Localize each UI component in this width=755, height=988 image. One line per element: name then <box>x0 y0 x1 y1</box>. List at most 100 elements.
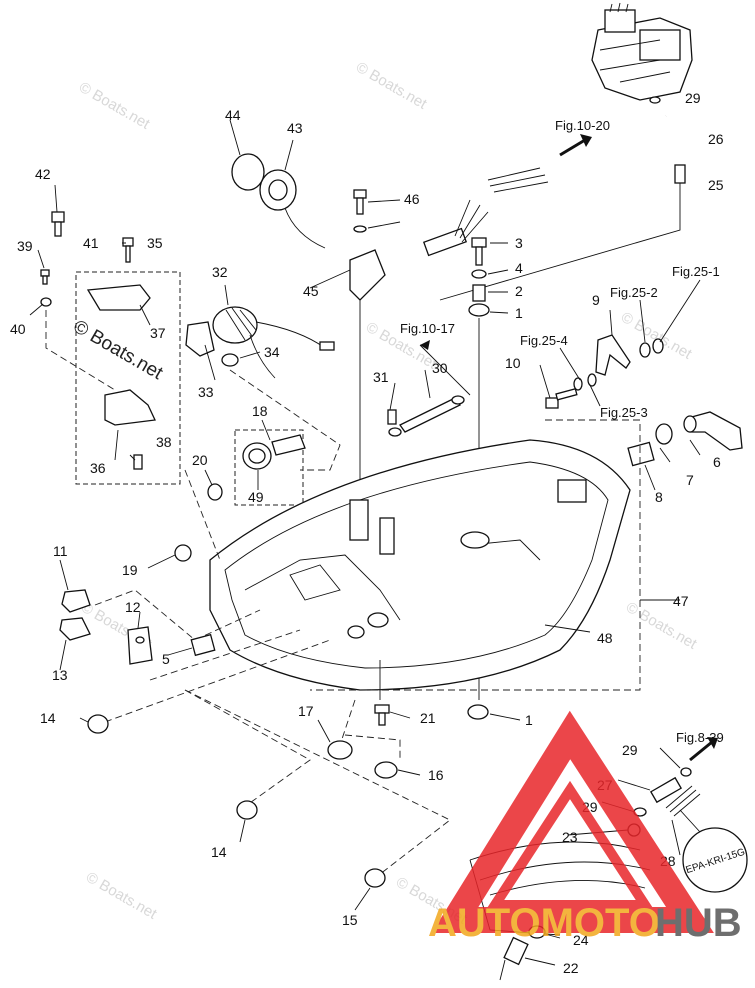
callout-7[interactable]: 7 <box>686 472 694 488</box>
bolt-42 <box>51 211 65 223</box>
callout-5[interactable]: 5 <box>162 651 170 667</box>
callout-42[interactable]: 42 <box>35 166 51 182</box>
screw-38 <box>133 454 143 470</box>
callout-21[interactable]: 21 <box>420 710 436 726</box>
callout-18[interactable]: 18 <box>252 403 268 419</box>
callout-31[interactable]: 31 <box>373 369 389 385</box>
callout-25[interactable]: 25 <box>708 177 724 193</box>
tube-27 <box>649 776 683 804</box>
clip-29 <box>680 767 692 777</box>
callout-36[interactable]: 36 <box>90 460 106 476</box>
callout-15[interactable]: 15 <box>342 912 358 928</box>
callout-1[interactable]: 1 <box>525 712 533 728</box>
plug-15 <box>364 868 386 888</box>
callout-9[interactable]: 9 <box>592 292 600 308</box>
callout-11[interactable]: 11 <box>53 543 68 559</box>
callout-12[interactable]: 12 <box>125 599 141 615</box>
engine-unit <box>591 2 693 101</box>
plug-14-lower <box>236 800 258 820</box>
callout-47[interactable]: 47 <box>673 593 689 609</box>
washer-4 <box>471 269 487 279</box>
fitting-25 <box>674 164 686 184</box>
lever-6 <box>687 411 743 451</box>
callout-26[interactable]: 26 <box>708 131 724 147</box>
bushing-8 <box>627 441 655 467</box>
callout-14[interactable]: 14 <box>211 844 227 860</box>
bolt-10 <box>545 397 559 409</box>
nut-34 <box>221 353 239 367</box>
automotohub-logo: AUTOMOTO HUB <box>428 710 742 945</box>
fig-ref-25-2[interactable]: Fig.25-2 <box>610 285 658 300</box>
callout-48[interactable]: 48 <box>597 630 613 646</box>
grommet-1 <box>468 303 490 317</box>
callout-37[interactable]: 37 <box>150 325 166 341</box>
grommet-17 <box>327 740 353 760</box>
callout-10[interactable]: 10 <box>505 355 521 371</box>
watermark: © Boats.net <box>623 599 700 653</box>
callout-6[interactable]: 6 <box>713 454 721 470</box>
fitting-22 <box>503 936 529 966</box>
bolt-3 <box>471 237 487 248</box>
callout-33[interactable]: 33 <box>198 384 214 400</box>
cover-33 <box>185 321 215 357</box>
callout-39[interactable]: 39 <box>17 238 33 254</box>
callout-49[interactable]: 49 <box>248 489 264 505</box>
callout-34[interactable]: 34 <box>264 344 280 360</box>
callout-43[interactable]: 43 <box>287 120 303 136</box>
watermark: © Boats.net <box>76 79 153 133</box>
plate-12 <box>127 626 153 665</box>
callout-40[interactable]: 40 <box>10 321 26 337</box>
callout-30[interactable]: 30 <box>432 360 448 376</box>
callout-13[interactable]: 13 <box>52 667 68 683</box>
fig-ref-25-1[interactable]: Fig.25-1 <box>672 264 720 279</box>
fig-ref-25-4[interactable]: Fig.25-4 <box>520 333 568 348</box>
rod-30 <box>399 397 461 433</box>
clamp-13 <box>59 617 91 641</box>
clamp-11 <box>61 589 91 613</box>
bracket-36 <box>104 389 156 426</box>
callout-8[interactable]: 8 <box>655 489 663 505</box>
bolt-41 <box>122 237 134 247</box>
callout-4[interactable]: 4 <box>515 260 523 276</box>
grommet-20 <box>207 483 223 501</box>
callout-45[interactable]: 45 <box>303 283 319 299</box>
callout-23[interactable]: 23 <box>562 829 578 845</box>
block-5 <box>190 633 216 657</box>
callout-17[interactable]: 17 <box>298 703 314 719</box>
latch-9 <box>595 334 631 376</box>
callout-35[interactable]: 35 <box>147 235 163 251</box>
callout-32[interactable]: 32 <box>212 264 228 280</box>
callout-19[interactable]: 19 <box>122 562 138 578</box>
callout-29[interactable]: 29 <box>622 742 638 758</box>
callout-3[interactable]: 3 <box>515 235 523 251</box>
callout-2[interactable]: 2 <box>515 283 523 299</box>
callout-22[interactable]: 22 <box>563 960 579 976</box>
callout-24[interactable]: 24 <box>573 932 589 948</box>
assembly-35-box <box>75 271 181 485</box>
wire-harness <box>422 167 549 257</box>
fig-ref-25-3[interactable]: Fig.25-3 <box>600 405 648 420</box>
plug-14 <box>87 714 109 734</box>
callout-20[interactable]: 20 <box>192 452 208 468</box>
fig-ref-10-17[interactable]: Fig.10-17 <box>400 321 455 336</box>
callout-16[interactable]: 16 <box>428 767 444 783</box>
grommet-18 <box>271 434 306 456</box>
logo-text-hub: HUB <box>655 901 742 945</box>
callout-44[interactable]: 44 <box>225 107 241 123</box>
callout-38[interactable]: 38 <box>156 434 172 450</box>
fig-ref-8-39[interactable]: Fig.8-39 <box>676 730 724 745</box>
watermark: © Boats.net <box>83 869 160 923</box>
collar-2 <box>472 284 486 302</box>
callout-1[interactable]: 1 <box>515 305 523 321</box>
bolt-31 <box>387 409 397 425</box>
fig-ref-10-20[interactable]: Fig.10-20 <box>555 118 610 133</box>
o-ring-29 <box>649 96 661 104</box>
grommet-1-lower <box>467 704 489 720</box>
callout-46[interactable]: 46 <box>404 191 420 207</box>
watermark: © Boats.net <box>618 309 695 363</box>
callout-29[interactable]: 29 <box>685 90 701 106</box>
washer-7 <box>655 423 673 445</box>
callout-41[interactable]: 41 <box>83 235 99 251</box>
callout-14[interactable]: 14 <box>40 710 56 726</box>
